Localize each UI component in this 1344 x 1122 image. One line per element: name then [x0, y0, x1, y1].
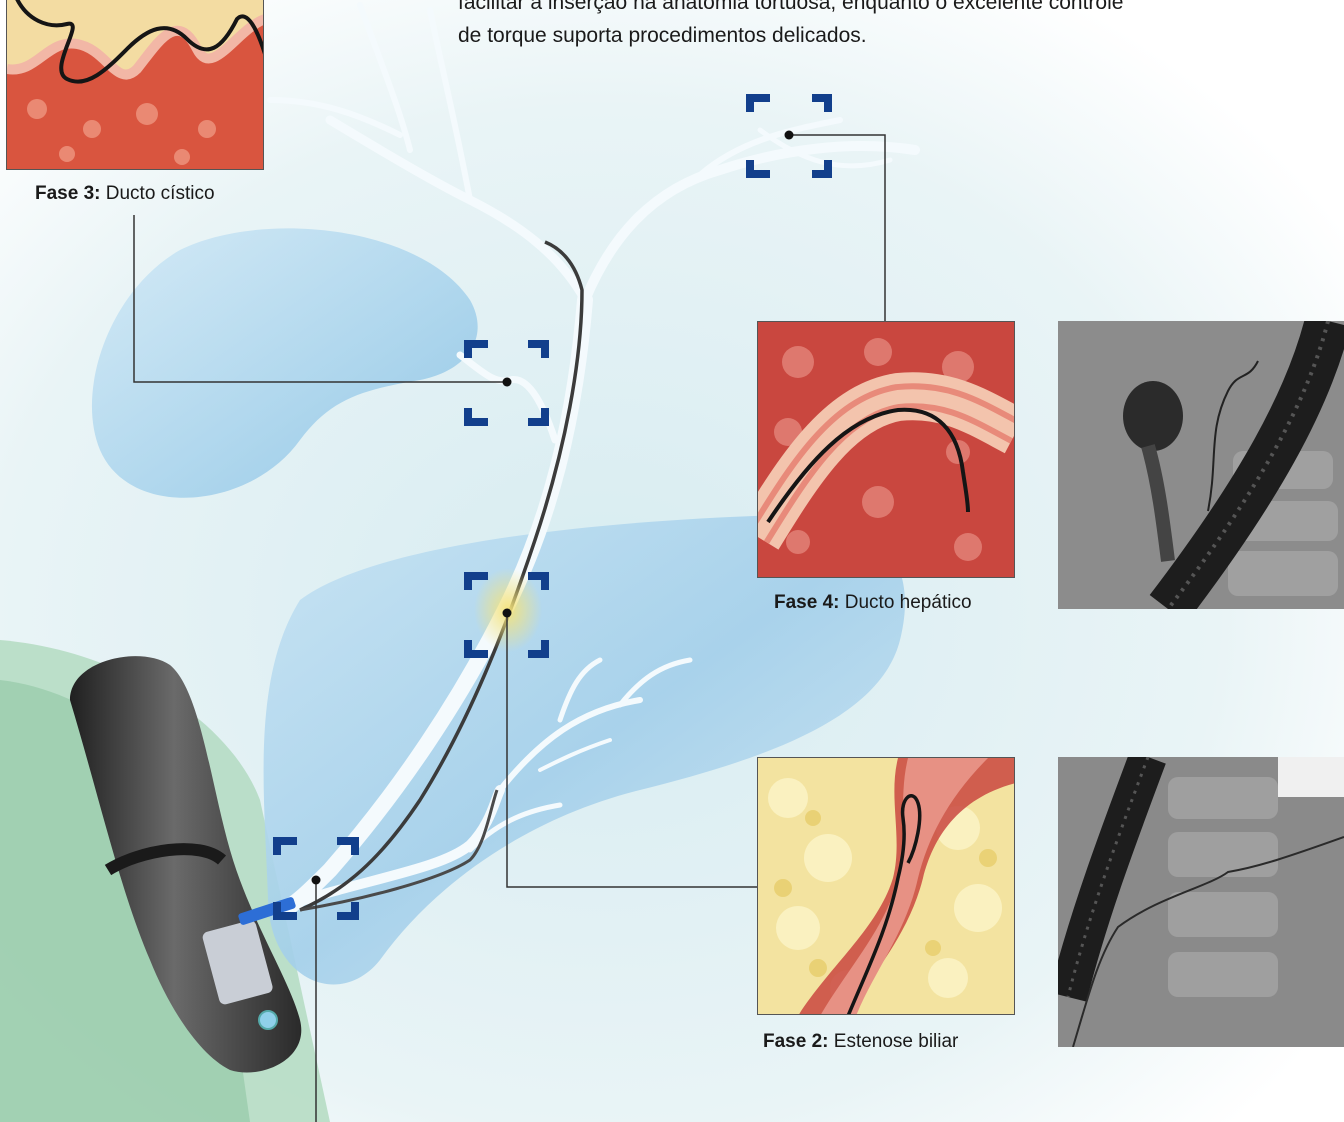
intro-line-2: de torque suporta procedimentos delicado…: [458, 19, 1318, 52]
intro-line-1: facilitar a inserção na anatomia tortuos…: [458, 0, 1318, 19]
phase2-detail-image: [757, 757, 1015, 1015]
phase2-name: Estenose biliar: [834, 1031, 959, 1052]
fluoroscopy-image-bottom: [1058, 757, 1344, 1047]
phase4-label: Fase 4:: [774, 592, 839, 613]
phase4-caption: Fase 4: Ducto hepático: [774, 592, 972, 614]
phase4-detail-image: [757, 321, 1015, 578]
fluoroscopy-image-top: [1058, 321, 1344, 609]
phase2-label: Fase 2:: [763, 1031, 828, 1052]
phase4-name: Ducto hepático: [845, 592, 972, 613]
phase3-label: Fase 3:: [35, 183, 100, 204]
phase3-caption: Fase 3: Ducto cístico: [35, 183, 215, 205]
phase2-caption: Fase 2: Estenose biliar: [763, 1031, 958, 1053]
phase3-name: Ducto cístico: [106, 183, 215, 204]
intro-paragraph: facilitar a inserção na anatomia tortuos…: [458, 0, 1318, 52]
phase3-detail-image: [6, 0, 264, 170]
